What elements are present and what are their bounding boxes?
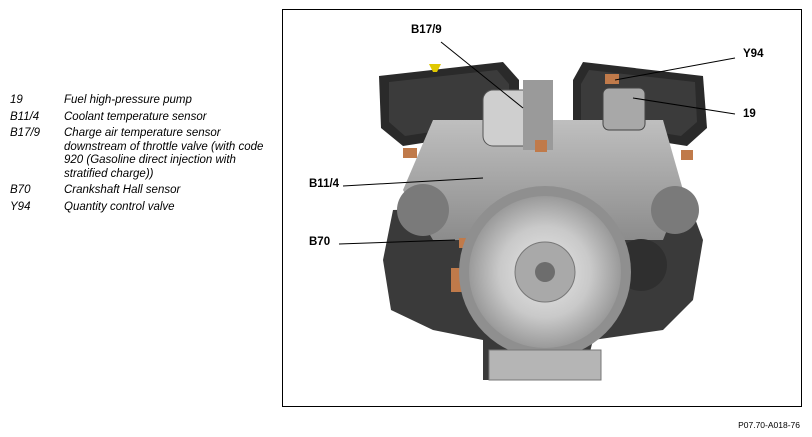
leader-line-y94 [614,57,736,81]
legend-code: B70 [10,184,31,196]
callout-b17-9: B17/9 [411,24,442,36]
intake-pipe [523,80,553,150]
callout-b11-4: B11/4 [309,178,340,190]
legend-item: B11/4 Coolant temperature sensor [10,111,270,125]
leader-line-b70 [338,239,456,245]
legend-code: B11/4 [10,110,40,123]
leader-line-b11-4 [342,177,484,187]
intake-manifold [403,120,683,240]
callout-y94: Y94 [743,48,764,60]
right-accessory [651,186,699,234]
fuel-pump-housing [602,87,646,131]
legend-description: Quantity control valve [64,200,175,213]
oil-cap-icon [429,64,441,72]
legend-description: Charge air temperature sensor downstream… [64,127,264,180]
legend-code: Y94 [10,200,31,213]
callout-19: 19 [743,108,756,120]
legend-code: 19 [10,94,23,106]
legend-description: Fuel high-pressure pump [64,94,192,106]
connector [535,140,547,152]
legend-item: 19 Fuel high-pressure pump [10,94,270,108]
connector [403,148,417,158]
leader-line-19 [632,97,736,115]
legend-description: Crankshaft Hall sensor [64,184,181,196]
leader-line-b17-9 [440,41,524,109]
legend-code: B17/9 [10,127,41,139]
legend-item: Y94 Quantity control valve [10,201,270,215]
left-accessory [397,184,449,236]
legend: 19 Fuel high-pressure pump B11/4 Coolant… [10,94,270,217]
legend-description: Coolant temperature sensor [64,110,207,123]
connector [605,74,619,84]
connector [681,150,693,160]
engine-figure: B17/9 Y94 19 B11/4 B70 [282,9,802,407]
engine-illustration [338,41,736,381]
legend-item: B17/9 Charge air temperature sensor down… [10,127,270,181]
callout-b70: B70 [309,236,331,248]
left-cover-highlight [389,70,509,136]
flywheel-center [535,262,555,282]
legend-item: B70 Crankshaft Hall sensor [10,184,270,198]
figure-id: P07.70-A018-76 [738,420,800,430]
oil-pan [488,349,602,381]
